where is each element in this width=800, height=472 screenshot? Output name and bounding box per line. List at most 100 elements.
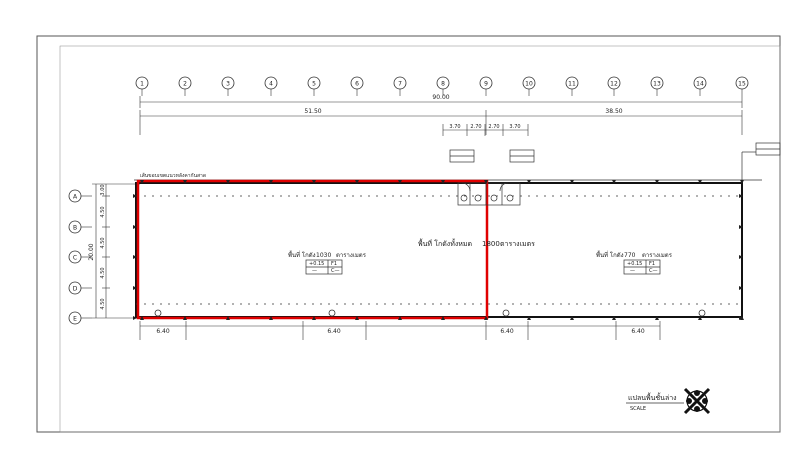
column-marker	[140, 316, 144, 320]
column-marker	[655, 316, 659, 320]
column-marker	[527, 316, 531, 320]
column-bubble-6: 6	[350, 76, 364, 96]
area-left-value: 1030	[316, 252, 331, 259]
span-dimensions: 51.50 38.50	[139, 108, 743, 135]
column-bubble-label: 5	[312, 81, 316, 88]
area-total-value: 1800	[482, 240, 500, 248]
column-marker	[133, 286, 137, 290]
column-marker	[698, 180, 702, 184]
bay-dim-1: 6.40	[156, 328, 170, 335]
column-markers	[133, 180, 744, 320]
plan-scale: SCALE	[630, 406, 646, 412]
column-bubble-8: 8	[436, 76, 450, 96]
column-bubble-label: 12	[610, 81, 618, 88]
bay-dim-2: 6.40	[327, 328, 341, 335]
column-bubble-label: 14	[696, 81, 704, 88]
area-left-unit: ตารางเมตร	[336, 252, 367, 259]
area-right-name: พื้นที่ โกดัง	[596, 249, 624, 259]
column-bubble-label: 10	[525, 81, 533, 88]
column-marker	[398, 316, 402, 320]
row-bubble-label: A	[73, 194, 78, 201]
column-marker	[398, 180, 402, 184]
column-bubble-label: 9	[484, 81, 488, 88]
column-bubble-label: 2	[183, 81, 187, 88]
area-label-total: พื้นที่ โกดังทั้งหมด 1800 ตารางเมตร	[418, 237, 535, 248]
row-bubble-A: A	[68, 189, 92, 203]
row-dim-1: 3.00	[100, 184, 106, 195]
column-marker	[355, 316, 359, 320]
row-bubble-B: B	[68, 220, 92, 234]
sheet-border	[36, 35, 781, 433]
canopy-note: เส้นขอบเขตแนวหลังคากันสาด	[140, 172, 206, 179]
column-marker	[739, 194, 743, 198]
column-marker	[739, 255, 743, 259]
bay-dim-4: 6.40	[631, 328, 645, 335]
column-bubble-14: 14	[693, 76, 707, 96]
column-marker	[698, 316, 702, 320]
area-right-value: 770	[624, 252, 636, 259]
column-bubble-5: 5	[307, 76, 321, 96]
level-right: +0.15	[627, 261, 642, 267]
column-marker	[133, 194, 137, 198]
column-marker	[570, 316, 574, 320]
area-label-left: พื้นที่ โกดัง 1030 ตารางเมตร +0.15 F1 — …	[288, 249, 367, 275]
column-marker	[739, 286, 743, 290]
column-bubble-label: 6	[355, 81, 359, 88]
column-bubble-15: 15	[735, 76, 749, 96]
row-bubble-D: D	[68, 281, 92, 295]
column-bubble-12: 12	[607, 76, 621, 96]
row-bubble-label: B	[73, 225, 77, 232]
level-left-sub2: C—	[331, 268, 340, 274]
core-dim-3: 2.70	[488, 124, 499, 130]
building-walls	[135, 182, 743, 318]
column-bubble-label: 1	[140, 81, 144, 88]
column-marker	[655, 180, 659, 184]
row-bubble-C: C	[68, 250, 92, 264]
area-total-name: พื้นที่ โกดังทั้งหมด	[418, 237, 472, 248]
level-right-code: F1	[649, 261, 655, 267]
core-dim-1: 3.70	[449, 124, 460, 130]
column-marker	[183, 180, 187, 184]
column-marker	[133, 225, 137, 229]
column-marker	[570, 180, 574, 184]
column-bubble-11: 11	[565, 76, 579, 96]
column-marker	[312, 180, 316, 184]
level-tags-top	[449, 142, 781, 180]
column-bubble-label: 15	[738, 81, 746, 88]
column-bubble-label: 11	[568, 81, 576, 88]
core-dim-2: 2.70	[470, 124, 481, 130]
row-bubble-E: E	[68, 311, 92, 325]
column-marker	[527, 180, 531, 184]
column-bubble-1: 1	[135, 76, 149, 96]
depth-dim-label: 20.00	[88, 243, 95, 260]
column-bubble-10: 10	[522, 76, 536, 96]
column-bubble-label: 4	[269, 81, 273, 88]
core-dim-4: 3.70	[509, 124, 520, 130]
area-left-name: พื้นที่ โกดัง	[288, 249, 316, 259]
column-bubble-label: 13	[653, 81, 661, 88]
column-marker	[133, 316, 137, 320]
plan-title-block: แปลนพื้นชั้นล่าง SCALE	[626, 391, 684, 412]
level-left-sub1: —	[312, 268, 317, 274]
column-marker	[612, 180, 616, 184]
column-bubble-label: 3	[226, 81, 230, 88]
north-arrow-icon	[683, 387, 711, 415]
row-bubble-label: D	[73, 286, 78, 293]
bay-dimensions: 6.40 6.40 6.40 6.40	[139, 321, 661, 340]
row-dim-5: 4.50	[100, 298, 106, 309]
column-marker	[226, 180, 230, 184]
row-bubble-label: C	[73, 255, 77, 262]
column-bubble-7: 7	[393, 76, 407, 96]
column-bubble-label: 7	[398, 81, 402, 88]
left-span-label: 51.50	[304, 108, 321, 115]
highlighted-warehouse-area	[136, 179, 489, 320]
core-dimensions: 3.70 2.70 2.70 3.70	[442, 124, 529, 136]
column-bubble-13: 13	[650, 76, 664, 96]
row-dim-3: 4.50	[100, 237, 106, 248]
column-marker	[739, 316, 743, 320]
column-marker	[140, 180, 144, 184]
column-marker	[183, 316, 187, 320]
area-total-unit: ตารางเมตร	[500, 240, 535, 248]
depth-dimension: 20.00 3.00 4.50 4.50 4.50 4.50	[88, 183, 140, 319]
